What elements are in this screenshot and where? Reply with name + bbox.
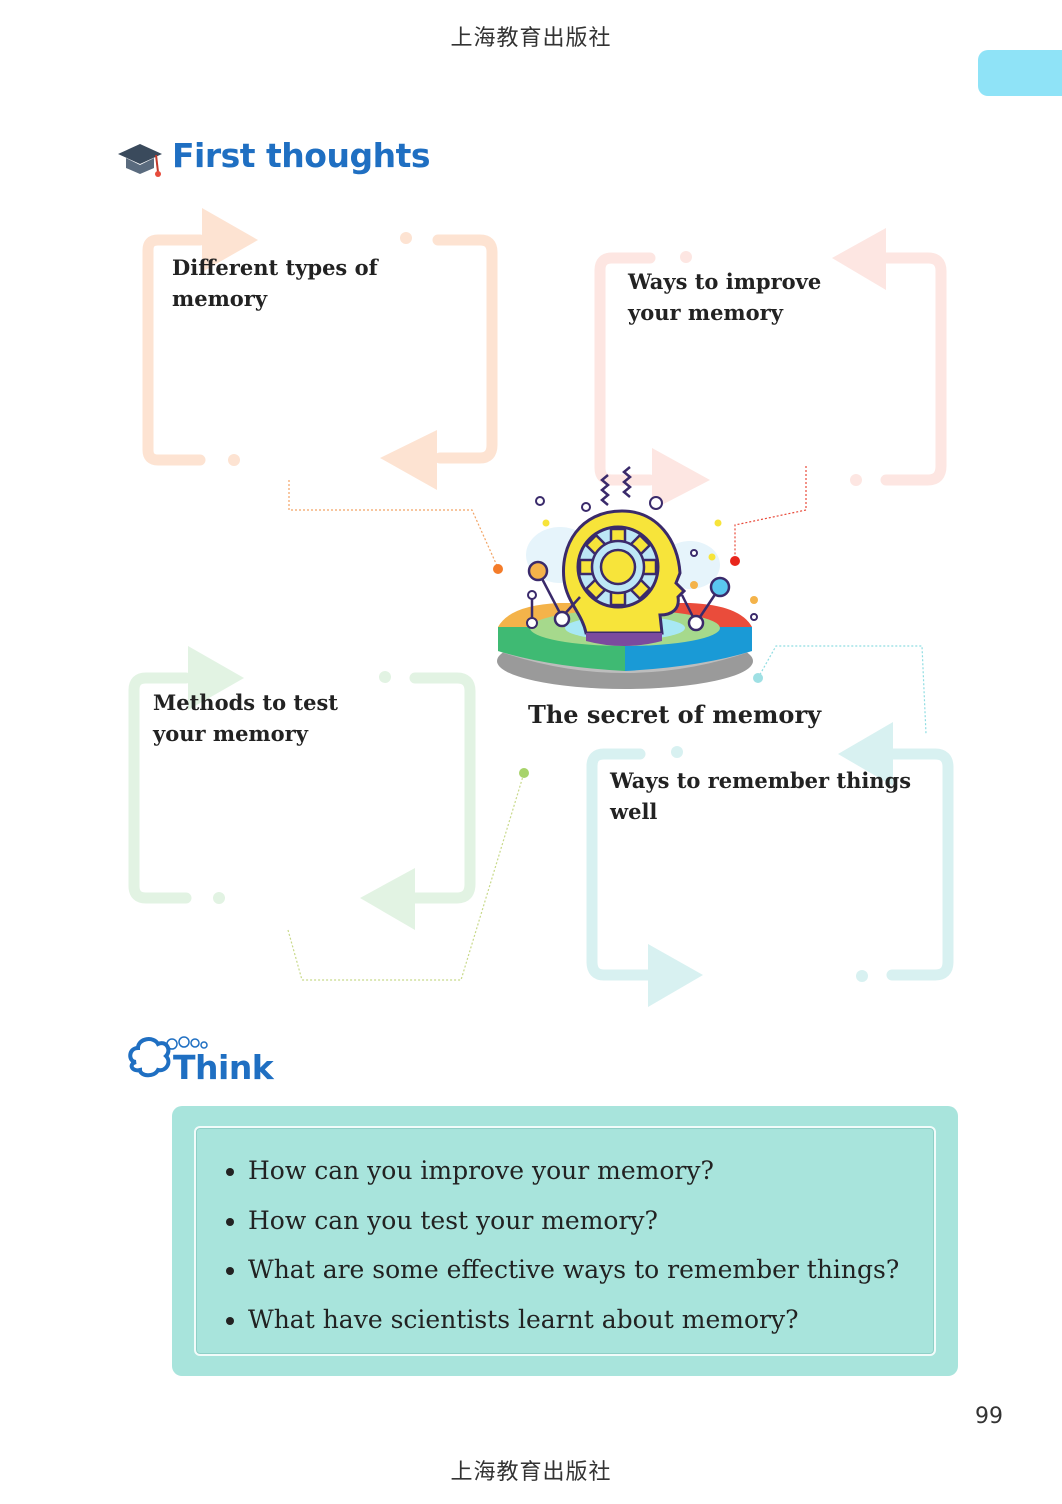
box-label-remember: Ways to remember things well <box>610 768 912 824</box>
arrow-pink-bottom <box>652 448 710 510</box>
mind-map-frames <box>128 208 954 1007</box>
think-question-list: How can you improve your memory? How can… <box>196 1128 934 1344</box>
connector-dot-cyan <box>753 673 763 683</box>
list-item: What are some effective ways to remember… <box>248 1245 934 1295</box>
head-with-gear-icon <box>497 466 758 689</box>
list-item: How can you improve your memory? <box>248 1146 934 1196</box>
connector-dot-orange <box>493 564 503 574</box>
dot <box>228 454 240 466</box>
dot <box>379 671 391 683</box>
dot <box>400 232 412 244</box>
frame-pink <box>594 252 947 486</box>
page-number: 99 <box>975 1404 1003 1429</box>
dot <box>213 892 225 904</box>
first-thoughts-heading: First thoughts <box>172 136 431 175</box>
publisher-header: 上海教育出版社 <box>450 26 612 51</box>
center-label: The secret of memory <box>528 700 822 729</box>
connector-dot-green <box>519 768 529 778</box>
graduation-cap-icon <box>116 138 164 180</box>
chapter-tab <box>978 50 1062 96</box>
frame-green <box>128 672 476 904</box>
list-item: What have scientists learnt about memory… <box>248 1295 934 1345</box>
arrow-cyan-bottom <box>648 944 703 1007</box>
frame-cyan <box>586 748 954 981</box>
arrow-cyan-top <box>838 722 893 786</box>
box-label-improve: Ways to improve your memory <box>628 269 822 325</box>
thought-cloud-icon <box>126 1034 212 1080</box>
connectors <box>287 466 927 981</box>
arrow-orange-bottom <box>380 430 437 490</box>
frame-orange <box>142 234 498 466</box>
arrow-green-top <box>188 646 244 710</box>
dot <box>856 970 868 982</box>
arrow-orange-top <box>202 208 258 272</box>
dot <box>850 474 862 486</box>
think-question-box: How can you improve your memory? How can… <box>194 1126 936 1356</box>
think-heading: Think <box>173 1048 274 1087</box>
think-panel: How can you improve your memory? How can… <box>172 1106 958 1376</box>
arrow-pink-top <box>832 228 886 290</box>
box-label-test: Methods to test your memory <box>153 690 339 746</box>
dot <box>671 746 683 758</box>
arrow-green-bottom <box>360 868 415 930</box>
publisher-footer: 上海教育出版社 <box>450 1460 612 1485</box>
connector-dot-red <box>730 556 740 566</box>
dot <box>680 251 692 263</box>
box-label-types: Different types of memory <box>172 255 378 311</box>
list-item: How can you test your memory? <box>248 1196 934 1246</box>
